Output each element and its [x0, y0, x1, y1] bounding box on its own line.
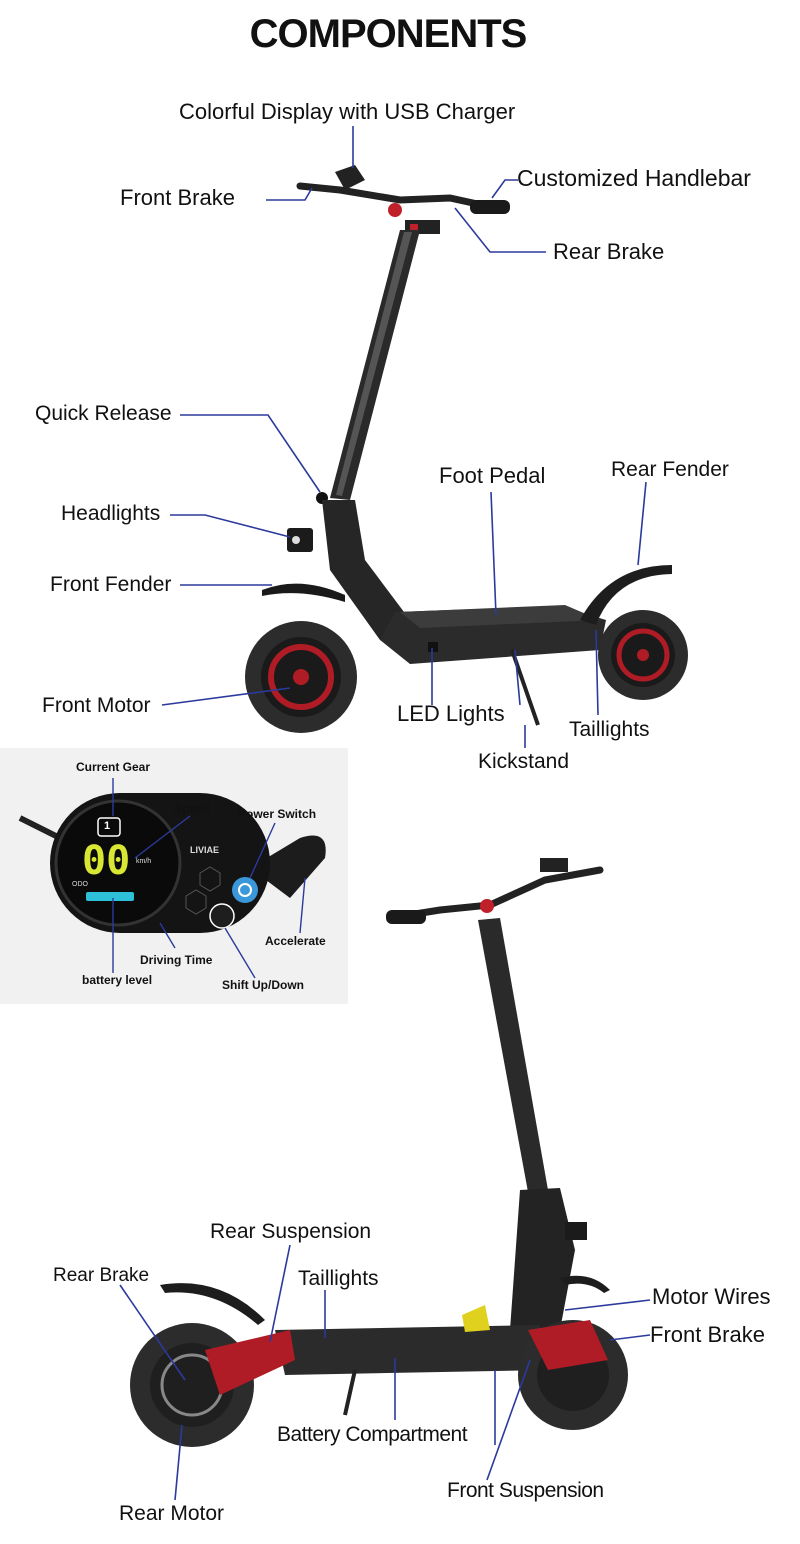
label-taillights-top: Taillights — [569, 718, 650, 741]
label-display: Colorful Display with USB Charger — [179, 99, 516, 124]
label-kickstand: Kickstand — [478, 750, 570, 773]
display-odo: ODO — [72, 881, 88, 888]
label-current-gear: Current Gear — [76, 760, 151, 774]
label-rear-suspension: Rear Suspension — [210, 1220, 372, 1243]
label-headlights: Headlights — [61, 502, 161, 525]
page-title: COMPONENTS — [249, 12, 528, 56]
top-scooter-illustration — [161, 126, 688, 748]
label-quick-release: Quick Release — [35, 402, 172, 425]
label-battery-compartment: Battery Compartment — [277, 1423, 468, 1446]
label-accelerate: Accelerate — [265, 934, 326, 948]
label-rear-fender: Rear Fender — [611, 458, 729, 481]
label-taillights-bottom: Taillights — [298, 1267, 379, 1290]
display-unit: km/h — [136, 858, 152, 865]
label-front-suspension: Front Suspension — [447, 1479, 604, 1502]
label-power-switch: Power Switch — [238, 807, 317, 821]
display-brand: LIVIAE — [190, 845, 220, 855]
label-driving-time: Driving Time — [140, 953, 213, 967]
label-rear-brake-bottom: Rear Brake — [53, 1265, 150, 1286]
label-shift: Shift Up/Down — [222, 978, 304, 992]
label-rear-brake-top: Rear Brake — [553, 239, 665, 264]
display-illustration: 00 — [18, 778, 326, 979]
label-front-brake-bottom: Front Brake — [650, 1322, 765, 1347]
label-rear-motor: Rear Motor — [119, 1502, 225, 1525]
display-gear: 1 — [104, 820, 111, 832]
label-battery-level: battery level — [82, 973, 153, 987]
label-front-brake-top: Front Brake — [120, 185, 235, 210]
display-inset: 00 LIVIAE 1 km/h ODO Current Gear Speed … — [0, 748, 348, 1004]
label-speed: Speed — [174, 802, 211, 816]
svg-text:00: 00 — [82, 838, 130, 884]
label-front-motor: Front Motor — [42, 694, 151, 717]
label-led-lights: LED Lights — [397, 701, 505, 726]
label-foot-pedal: Foot Pedal — [439, 463, 546, 488]
label-motor-wires: Motor Wires — [652, 1284, 771, 1309]
label-front-fender: Front Fender — [50, 573, 172, 596]
label-handlebar: Customized Handlebar — [517, 165, 751, 191]
